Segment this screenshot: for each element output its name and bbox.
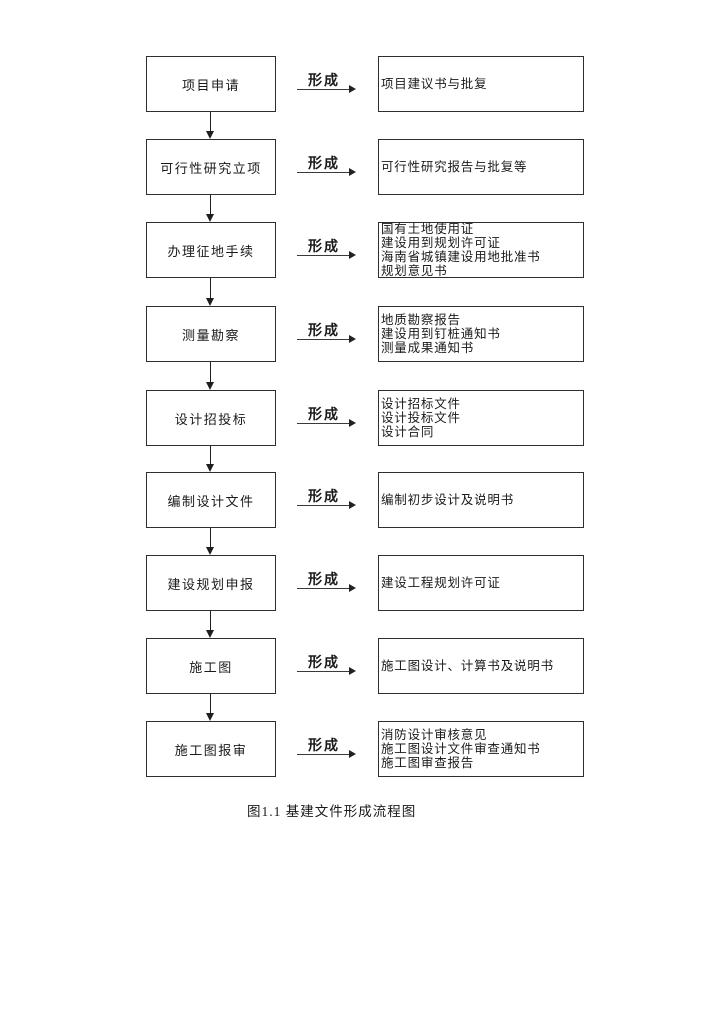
forms-arrow-label: 形成	[308, 155, 340, 171]
output-box-6: 编制初步设计及说明书	[378, 472, 584, 528]
output-line: 设计投标文件	[381, 411, 461, 425]
forms-arrow-label: 形成	[308, 737, 340, 753]
down-arrow-4	[206, 362, 214, 390]
stage-box-6: 编制设计文件	[146, 472, 276, 528]
right-arrowhead-icon	[349, 85, 356, 93]
down-arrowhead-icon	[206, 382, 214, 390]
forms-arrow-label: 形成	[308, 322, 340, 338]
forms-arrow: 形成	[297, 56, 357, 112]
down-arrow-6	[206, 528, 214, 555]
down-arrow-3	[206, 278, 214, 306]
flowchart-row: 编制设计文件 形成 编制初步设计及说明书	[0, 472, 722, 528]
output-line: 海南省城镇建设用地批准书	[381, 250, 541, 264]
arrow-line	[297, 505, 350, 506]
stage-box-7: 建设规划申报	[146, 555, 276, 611]
right-arrowhead-icon	[349, 251, 356, 259]
flowchart-row: 施工图报审 形成 消防设计审核意见施工图设计文件审查通知书施工图审查报告	[0, 721, 722, 777]
forms-arrow: 形成	[297, 555, 357, 611]
right-arrowhead-icon	[349, 168, 356, 176]
flowchart-row: 可行性研究立项 形成 可行性研究报告与批复等	[0, 139, 722, 195]
output-line: 施工图审查报告	[381, 756, 475, 770]
output-box-1: 项目建议书与批复	[378, 56, 584, 112]
arrow-line	[297, 588, 350, 589]
right-arrowhead-icon	[349, 501, 356, 509]
stage-box-3: 办理征地手续	[146, 222, 276, 278]
output-line: 设计招标文件	[381, 397, 461, 411]
flowchart-row: 建设规划申报 形成 建设工程规划许可证	[0, 555, 722, 611]
down-arrow-8	[206, 694, 214, 721]
down-arrow-2	[206, 195, 214, 222]
forms-arrow: 形成	[297, 390, 357, 446]
right-arrowhead-icon	[349, 584, 356, 592]
down-arrowhead-icon	[206, 298, 214, 306]
forms-arrow: 形成	[297, 638, 357, 694]
down-arrowhead-icon	[206, 214, 214, 222]
down-arrowhead-icon	[206, 547, 214, 555]
stage-box-1: 项目申请	[146, 56, 276, 112]
output-line: 施工图设计文件审查通知书	[381, 742, 541, 756]
arrow-line	[297, 89, 350, 90]
forms-arrow-label: 形成	[308, 72, 340, 88]
output-box-7: 建设工程规划许可证	[378, 555, 584, 611]
output-line: 地质勘察报告	[381, 313, 461, 327]
output-line: 消防设计审核意见	[381, 728, 488, 742]
flowchart-row: 设计招投标 形成 设计招标文件设计投标文件设计合同	[0, 390, 722, 446]
output-box-2: 可行性研究报告与批复等	[378, 139, 584, 195]
arrow-line	[297, 423, 350, 424]
output-line: 施工图设计、计算书及说明书	[381, 659, 554, 673]
down-arrow-5	[206, 446, 214, 472]
down-arrowhead-icon	[206, 713, 214, 721]
down-arrowhead-icon	[206, 131, 214, 139]
arrow-line	[297, 172, 350, 173]
output-line: 项目建议书与批复	[381, 77, 488, 91]
down-arrowhead-icon	[206, 464, 214, 472]
stage-box-4: 测量勘察	[146, 306, 276, 362]
output-line: 建设用到钉桩通知书	[381, 327, 501, 341]
output-box-3: 国有土地使用证建设用到规划许可证海南省城镇建设用地批准书规划意见书	[378, 222, 584, 278]
forms-arrow-label: 形成	[308, 571, 340, 587]
down-arrow-1	[206, 112, 214, 139]
output-line: 编制初步设计及说明书	[381, 493, 515, 507]
arrow-line	[297, 255, 350, 256]
forms-arrow: 形成	[297, 472, 357, 528]
right-arrowhead-icon	[349, 750, 356, 758]
forms-arrow: 形成	[297, 222, 357, 278]
arrow-line	[297, 671, 350, 672]
stage-box-8: 施工图	[146, 638, 276, 694]
output-box-4: 地质勘察报告建设用到钉桩通知书测量成果通知书	[378, 306, 584, 362]
stage-box-5: 设计招投标	[146, 390, 276, 446]
arrow-line	[297, 339, 350, 340]
forms-arrow: 形成	[297, 306, 357, 362]
arrow-line	[297, 754, 350, 755]
down-arrowhead-icon	[206, 630, 214, 638]
forms-arrow: 形成	[297, 721, 357, 777]
stage-box-9: 施工图报审	[146, 721, 276, 777]
flowchart-row: 施工图 形成 施工图设计、计算书及说明书	[0, 638, 722, 694]
down-arrow-7	[206, 611, 214, 638]
right-arrowhead-icon	[349, 667, 356, 675]
figure-caption: 图1.1 基建文件形成流程图	[247, 804, 417, 819]
output-line: 测量成果通知书	[381, 341, 475, 355]
output-box-8: 施工图设计、计算书及说明书	[378, 638, 584, 694]
output-line: 可行性研究报告与批复等	[381, 160, 528, 174]
output-line: 建设用到规划许可证	[381, 236, 501, 250]
flowchart-row: 测量勘察 形成 地质勘察报告建设用到钉桩通知书测量成果通知书	[0, 306, 722, 362]
output-line: 国有土地使用证	[381, 222, 475, 236]
forms-arrow: 形成	[297, 139, 357, 195]
stage-box-2: 可行性研究立项	[146, 139, 276, 195]
output-line: 设计合同	[381, 425, 435, 439]
output-box-5: 设计招标文件设计投标文件设计合同	[378, 390, 584, 446]
forms-arrow-label: 形成	[308, 406, 340, 422]
forms-arrow-label: 形成	[308, 238, 340, 254]
flowchart-row: 项目申请 形成 项目建议书与批复	[0, 56, 722, 112]
forms-arrow-label: 形成	[308, 654, 340, 670]
output-line: 规划意见书	[381, 264, 448, 278]
output-line: 建设工程规划许可证	[381, 576, 501, 590]
flowchart-row: 办理征地手续 形成 国有土地使用证建设用到规划许可证海南省城镇建设用地批准书规划…	[0, 222, 722, 278]
output-box-9: 消防设计审核意见施工图设计文件审查通知书施工图审查报告	[378, 721, 584, 777]
right-arrowhead-icon	[349, 335, 356, 343]
forms-arrow-label: 形成	[308, 488, 340, 504]
right-arrowhead-icon	[349, 419, 356, 427]
